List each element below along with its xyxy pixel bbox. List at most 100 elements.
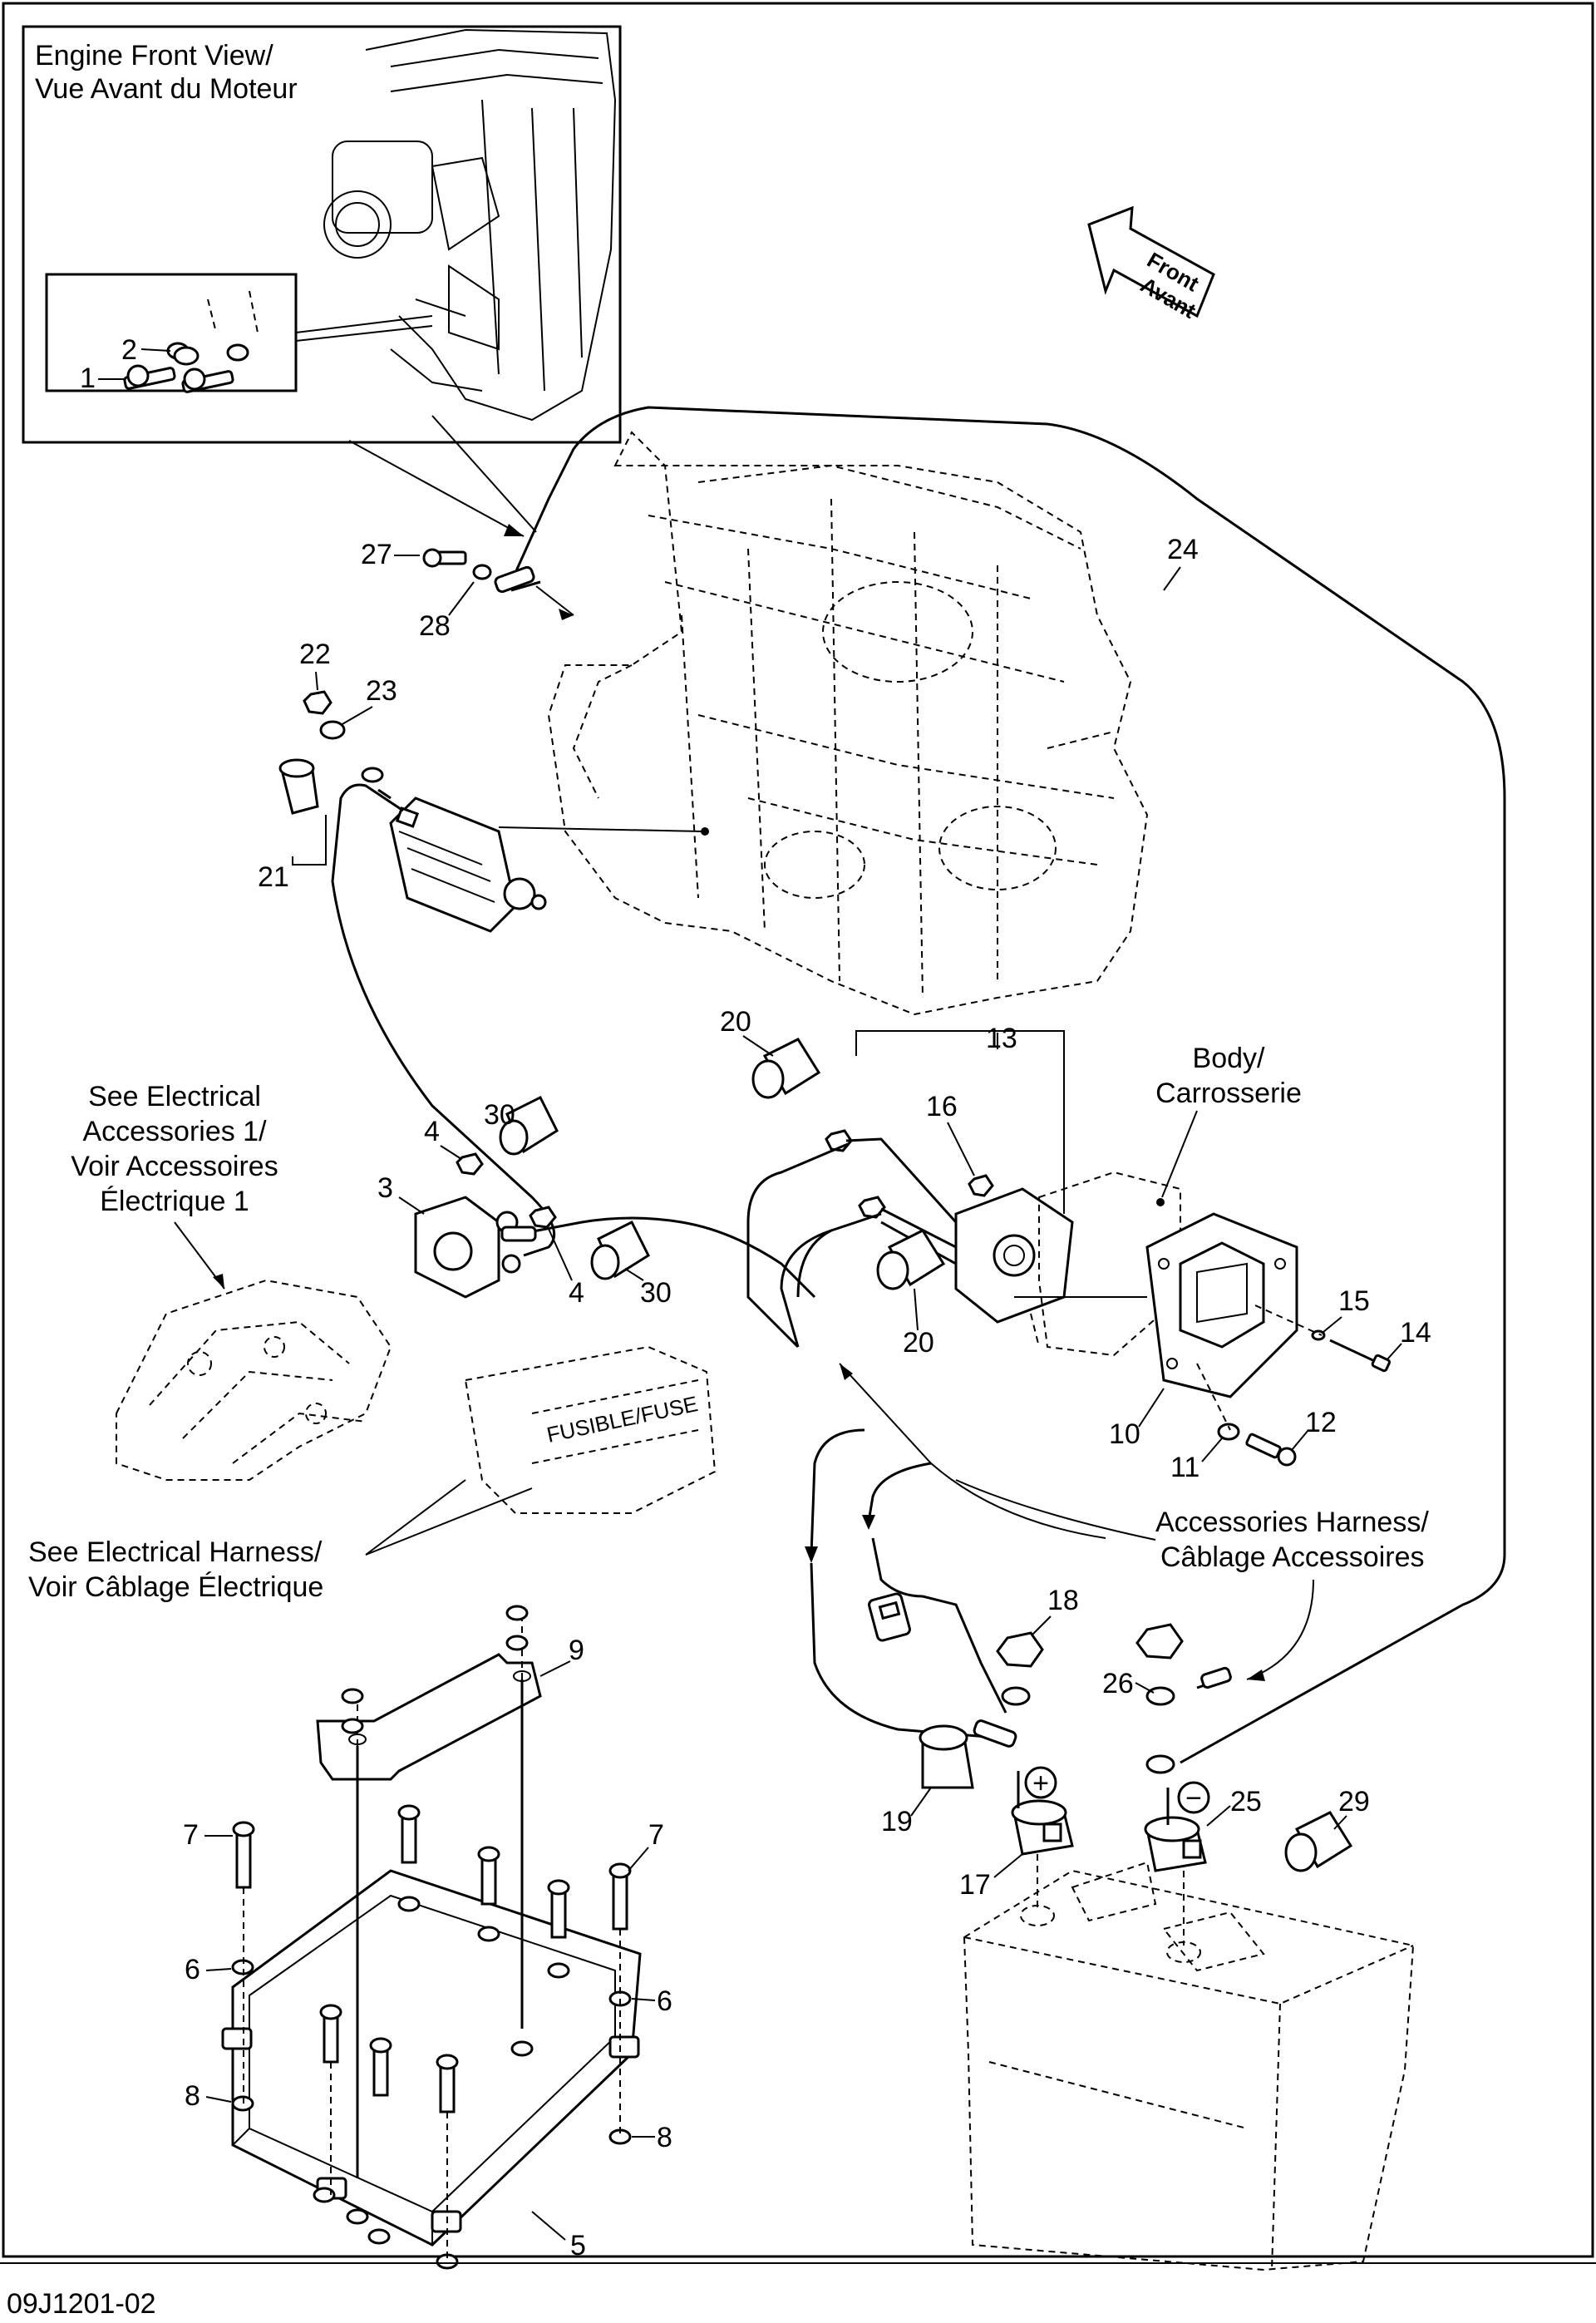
callout-30a: 30 <box>484 1099 515 1131</box>
fuse-holder: FUSIBLE/FUSE <box>464 1345 717 1514</box>
solenoid-3 <box>414 1196 521 1299</box>
inset-title-line2: Vue Avant du Moteur <box>35 73 298 105</box>
callout-10: 10 <box>1109 1418 1140 1450</box>
inset-bolts <box>123 290 259 393</box>
positive-terminal-symbol: + <box>1032 1768 1049 1799</box>
hold-down-9 <box>316 1653 542 1781</box>
acc-harness-note: Accessories Harness/ Câblage Accessoires <box>1155 1507 1429 1573</box>
cap-30a <box>499 1095 559 1156</box>
washer-23 <box>319 720 346 740</box>
washer-11 <box>1217 1423 1240 1441</box>
cap-30b <box>590 1220 650 1280</box>
callout-27: 27 <box>361 539 392 570</box>
callout-8a: 8 <box>185 2080 200 2112</box>
callout-11: 11 <box>1170 1452 1199 1483</box>
engine-outline <box>547 431 1149 1016</box>
bolt-27 <box>422 548 467 568</box>
nut-26 <box>1135 1623 1184 1660</box>
terminal-block-13 <box>954 1187 1074 1324</box>
callout-6a: 6 <box>185 1954 200 1985</box>
note-harness-line1: See Electrical Harness/ <box>28 1536 323 1568</box>
callout-15: 15 <box>1338 1285 1370 1317</box>
electrical-accessories-bracket <box>116 1279 392 1481</box>
callout-12: 12 <box>1305 1407 1337 1438</box>
washer-15 <box>1311 1329 1326 1341</box>
front-direction-arrow: Front Avant <box>1087 205 1215 323</box>
callout-4a: 4 <box>424 1116 440 1147</box>
callout-19: 19 <box>881 1806 913 1837</box>
callout-17: 17 <box>959 1869 991 1901</box>
callout-7a: 7 <box>183 1819 199 1851</box>
drawing-frame <box>2 2 1594 2258</box>
callout-7b: 7 <box>648 1819 664 1851</box>
inset-engine-front-view: Engine Front View/ Vue Avant du Moteur <box>22 25 622 444</box>
boot-21 <box>278 758 319 815</box>
negative-terminal-symbol: − <box>1185 1783 1202 1814</box>
callout-8b: 8 <box>657 2122 672 2153</box>
callout-24: 24 <box>1167 534 1199 565</box>
callout-18: 18 <box>1047 1585 1079 1616</box>
cable-24 <box>510 406 1506 1764</box>
callout-4b: 4 <box>569 1277 584 1309</box>
callout-6b: 6 <box>657 1985 672 2017</box>
callout-20a: 20 <box>720 1006 751 1038</box>
callout-16: 16 <box>926 1091 958 1122</box>
callout-5: 5 <box>570 2230 586 2261</box>
inset-title-line1: Engine Front View/ <box>35 40 273 72</box>
cap-20a <box>751 1038 821 1099</box>
inline-fuse <box>868 1592 911 1642</box>
nut-18 <box>996 1631 1044 1668</box>
mounting-plate-10 <box>1145 1212 1298 1398</box>
note-harness-line2: Voir Câblage Électrique <box>28 1571 323 1603</box>
callout-14: 14 <box>1400 1317 1431 1349</box>
nut-4b <box>529 1206 557 1229</box>
nut-22 <box>303 690 332 715</box>
battery-tray-5 <box>221 1869 642 2247</box>
note-accessories-1-line1: See Electrical <box>88 1081 261 1112</box>
callout-21: 21 <box>258 861 289 893</box>
negative-symbol-circle <box>1177 1781 1210 1814</box>
callout-9: 9 <box>569 1635 584 1666</box>
figure-reference: 09J1201-02 <box>7 2288 156 2320</box>
accessories-1-note: See Electrical Accessories 1/ Voir Acces… <box>71 1081 278 1217</box>
callout-3: 3 <box>377 1172 393 1204</box>
positive-symbol-circle <box>1024 1766 1057 1799</box>
inset-engine-sketch <box>323 28 617 422</box>
harness-note: See Electrical Harness/ Voir Câblage Éle… <box>28 1536 323 1603</box>
inset-callout-2: 2 <box>121 334 137 366</box>
note-body-line2: Carrosserie <box>1155 1078 1302 1109</box>
note-accessories-1-line4: Électrique 1 <box>100 1186 249 1217</box>
callout-13: 13 <box>986 1023 1017 1054</box>
note-acc-harness-line2: Câblage Accessoires <box>1160 1541 1425 1573</box>
callout-29: 29 <box>1338 1786 1370 1817</box>
callout-20b: 20 <box>903 1327 934 1359</box>
battery <box>963 1854 1415 2271</box>
nut-16c <box>858 1196 886 1219</box>
callout-30b: 30 <box>640 1277 672 1309</box>
screw-14 <box>1329 1339 1391 1373</box>
washer-28 <box>472 564 492 580</box>
nut-16b <box>968 1174 994 1197</box>
note-body-line1: Body/ <box>1193 1043 1265 1074</box>
body-note: Body/ Carrosserie <box>1155 1043 1302 1109</box>
threaded-rods <box>341 1605 534 2225</box>
note-accessories-1-line3: Voir Accessoires <box>71 1151 278 1182</box>
boot-19 <box>919 1724 974 1789</box>
callout-23: 23 <box>366 675 397 707</box>
callout-28: 28 <box>419 610 451 642</box>
inset-callout-1: 1 <box>80 363 96 394</box>
nut-4a <box>456 1152 484 1176</box>
negative-terminal-25: − <box>1144 1781 1210 1872</box>
bolt-12 <box>1245 1433 1297 1467</box>
positive-terminal-17: + <box>1011 1766 1074 1856</box>
callout-25: 25 <box>1230 1786 1262 1817</box>
note-accessories-1-line2: Accessories 1/ <box>82 1116 267 1147</box>
bolts-7 <box>232 1804 632 2113</box>
callout-26: 26 <box>1102 1668 1134 1699</box>
starter-motor <box>389 797 547 933</box>
washers <box>231 1896 632 2270</box>
cap-20b <box>876 1229 946 1290</box>
body-gasket <box>1038 1171 1181 1357</box>
note-acc-harness-line1: Accessories Harness/ <box>1155 1507 1429 1538</box>
